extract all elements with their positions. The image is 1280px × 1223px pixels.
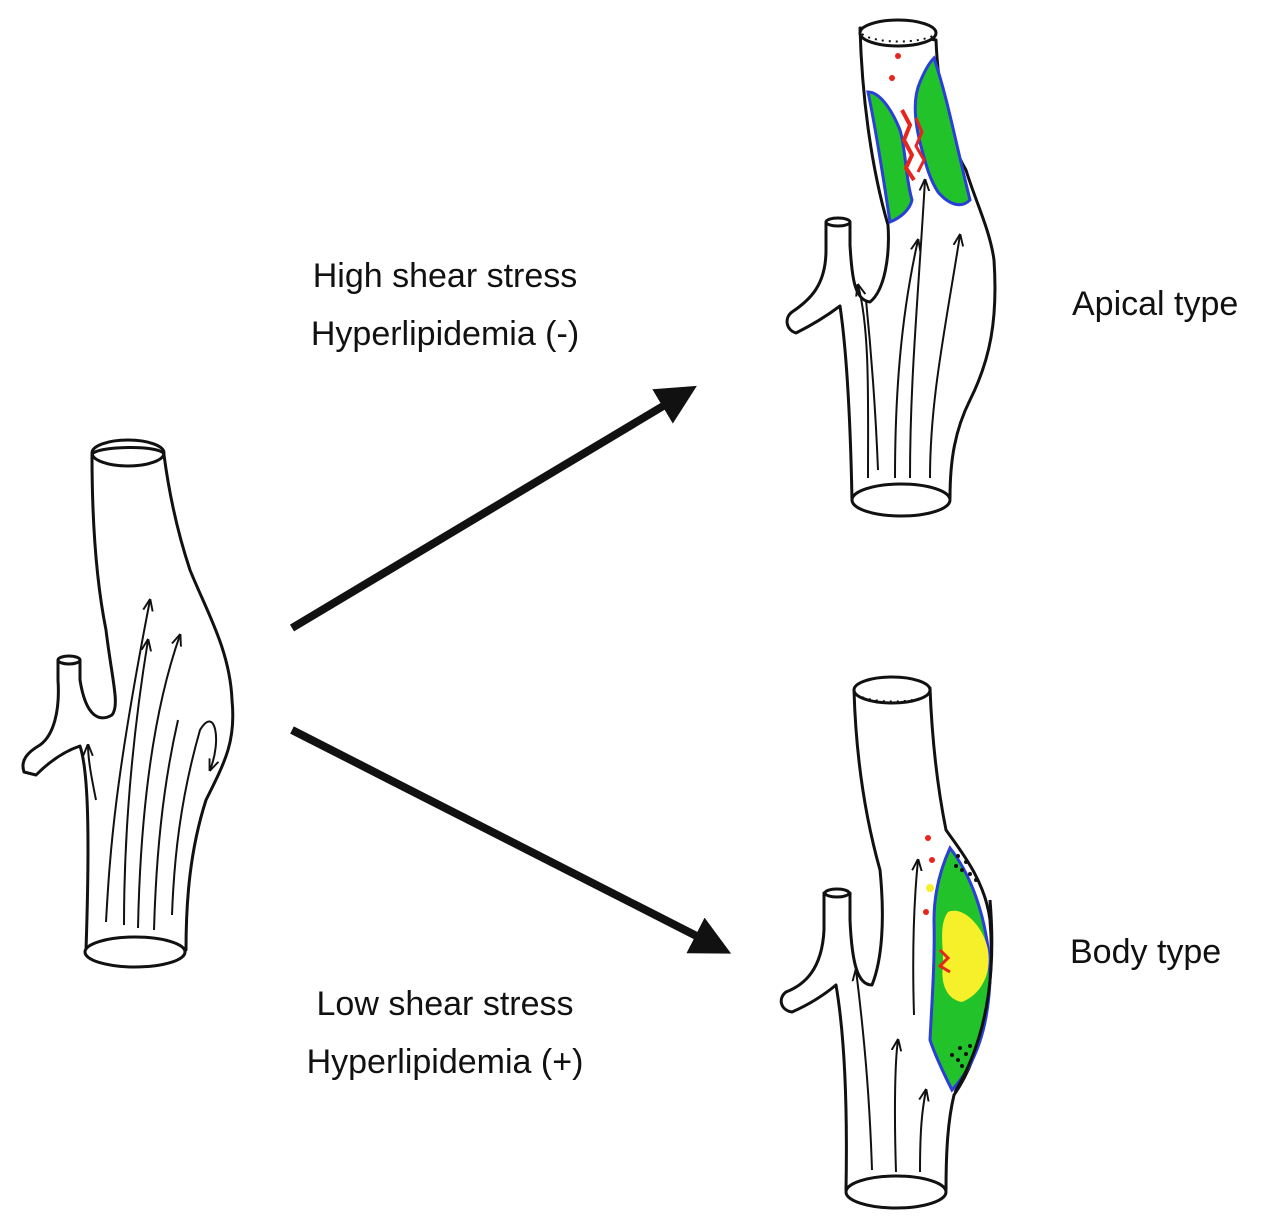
apical-type-label: Apical type [1072,285,1239,323]
upper-transition-arrow [289,385,697,632]
apical-flow-lines [858,180,960,479]
apical-vessel [785,18,997,518]
body-type-label: Body type [1070,933,1222,971]
body-plaque [923,835,994,1093]
lower-transition-arrow [290,726,732,954]
low-shear-label: Low shear stress [316,985,574,1023]
high-shear-label: High shear stress [312,257,578,295]
body-vessel [779,675,993,1210]
left-flow-lines [88,600,216,931]
left-vessel [21,438,235,969]
apical-plaque [866,53,972,225]
body-flow-lines [856,860,926,1173]
hyperlipidemia-positive-label: Hyperlipidemia (+) [306,1043,584,1081]
hyperlipidemia-negative-label: Hyperlipidemia (-) [310,315,580,353]
